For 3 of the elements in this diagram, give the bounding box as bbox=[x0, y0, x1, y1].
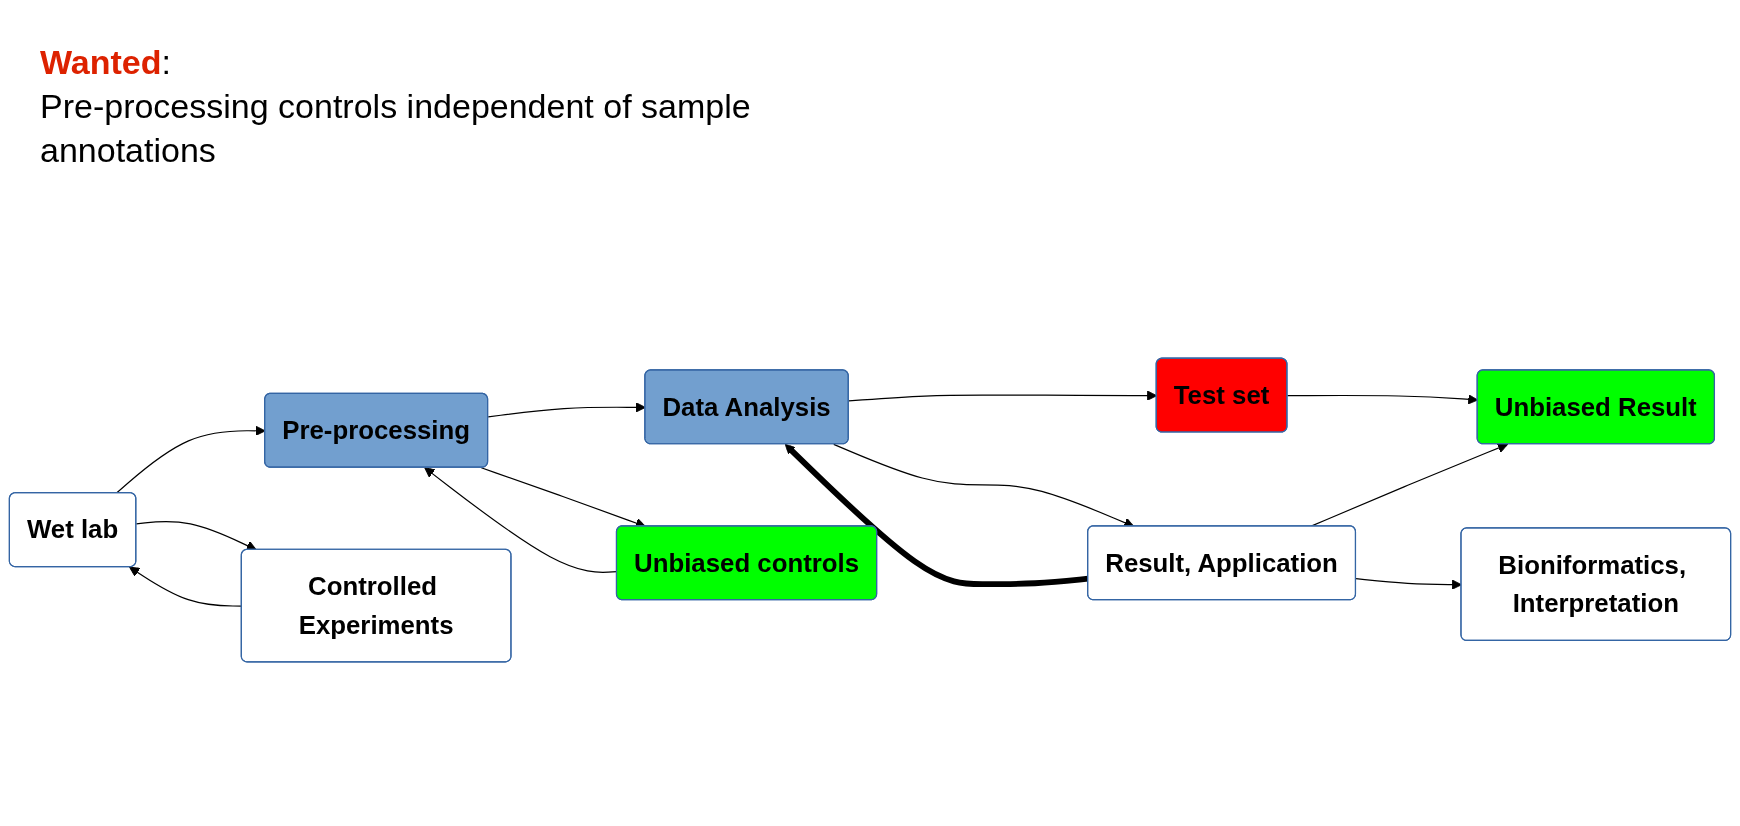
note-text: Pre-processing controls independent of sample annotations bbox=[40, 86, 752, 172]
arrow bbox=[135, 520, 257, 551]
note-text: Wanted: bbox=[40, 42, 172, 83]
